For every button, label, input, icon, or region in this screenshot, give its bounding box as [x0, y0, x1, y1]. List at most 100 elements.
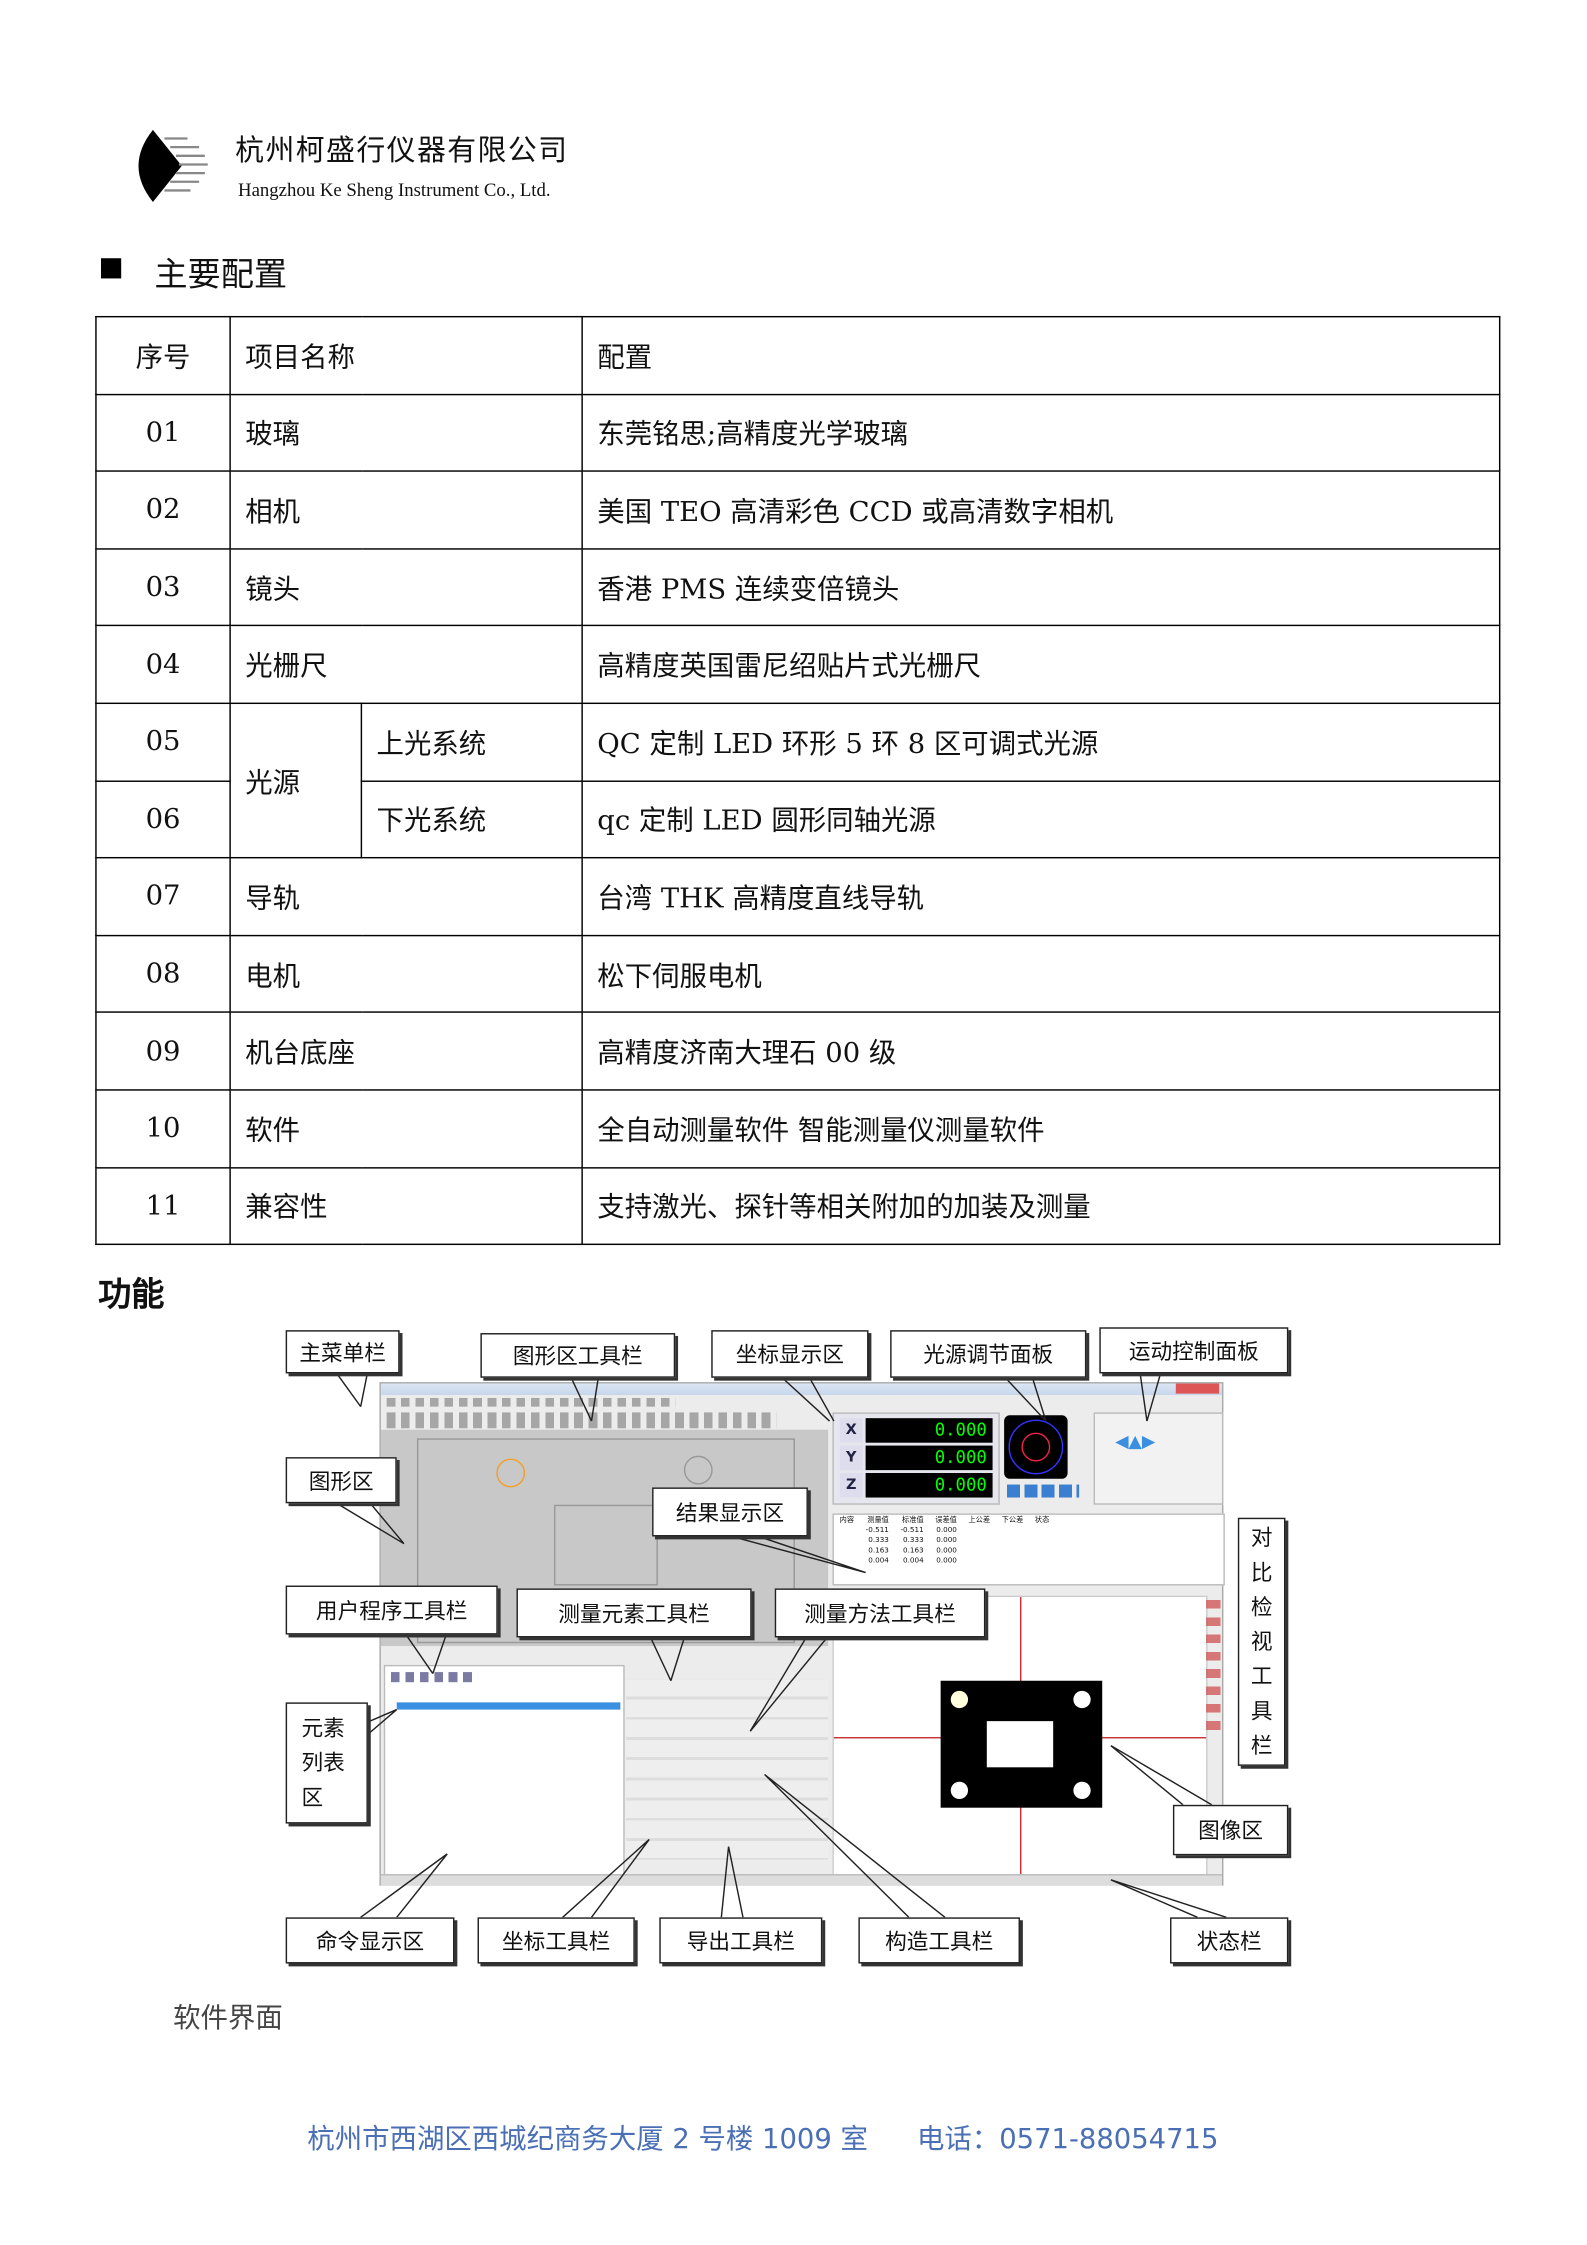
direction-arrows-icon[interactable]: ◀▲▶ — [1115, 1431, 1156, 1452]
table-cell: 光栅尺 — [229, 625, 583, 704]
axis-label: Z — [839, 1472, 863, 1498]
menu-bar[interactable] — [386, 1397, 676, 1407]
result-cell: -0.511 — [865, 1525, 889, 1535]
table-cell: 松下伺服电机 — [581, 934, 1501, 1014]
table-cell: 09 — [95, 1011, 231, 1091]
result-cell: 0.333 — [868, 1535, 889, 1545]
callout-main-menu: 主菜单栏 — [285, 1330, 400, 1374]
company-name-cn: 杭州柯盛行仪器有限公司 — [235, 132, 569, 168]
table-cell: 镜头 — [229, 547, 583, 627]
table-cell: 相机 — [229, 470, 583, 550]
light-panel[interactable] — [1001, 1412, 1090, 1501]
table-cell: 高精度英国雷尼绍贴片式光栅尺 — [581, 625, 1501, 704]
motion-panel[interactable]: ◀▲▶ — [1093, 1412, 1224, 1505]
callout-method-toolbar: 测量方法工具栏 — [774, 1588, 986, 1638]
graph-toolbar[interactable] — [386, 1412, 777, 1429]
measure-toolbars[interactable] — [626, 1679, 829, 1860]
callout-coord-display: 坐标显示区 — [711, 1330, 869, 1378]
table-cell: qc 定制 LED 圆形同轴光源 — [581, 779, 1501, 859]
coord-x-value: 0.000 — [865, 1418, 993, 1443]
result-cell: 0.163 — [868, 1545, 889, 1555]
footer-phone: 电话：0571-88054715 — [916, 2123, 1219, 2156]
table-cell: 东莞铭思;高精度光学玻璃 — [581, 393, 1501, 473]
result-header: 上公差 — [968, 1516, 991, 1525]
table-cell: 支持激光、探针等相关附加的加装及测量 — [581, 1166, 1501, 1246]
window-controls[interactable] — [1175, 1383, 1220, 1394]
image-area[interactable] — [832, 1595, 1208, 1880]
table-cell: 08 — [95, 934, 231, 1014]
result-header: 标准值 — [902, 1516, 924, 1525]
table-cell: 导轨 — [229, 857, 583, 936]
callout-element-list: 元素列表区 — [285, 1702, 368, 1824]
callout-user-program-toolbar: 用户程序工具栏 — [285, 1585, 498, 1635]
title-bar — [380, 1383, 1222, 1396]
table-cell: 美国 TEO 高清彩色 CCD 或高清数字相机 — [581, 470, 1501, 550]
table-cell: 全自动测量软件 智能测量仪测量软件 — [581, 1089, 1501, 1168]
header-cell: 序号 — [95, 315, 231, 395]
table-cell: 机台底座 — [229, 1011, 583, 1091]
coord-y-value: 0.000 — [865, 1445, 993, 1471]
compare-toolbar[interactable] — [1206, 1599, 1221, 1738]
table-cell: 05 — [95, 702, 231, 782]
result-cell: 0.004 — [868, 1555, 889, 1565]
result-cell: 0.000 — [936, 1525, 957, 1535]
result-header: 状态 — [1034, 1516, 1050, 1525]
callout-element-toolbar: 测量元素工具栏 — [516, 1588, 752, 1638]
table-cell: 下光系统 — [360, 779, 583, 859]
table-cell: 03 — [95, 547, 231, 627]
axis-label: Y — [839, 1445, 863, 1471]
result-cell: 0.000 — [936, 1535, 957, 1545]
table-cell: 香港 PMS 连续变倍镜头 — [581, 547, 1501, 627]
callout-command-area: 命令显示区 — [285, 1917, 455, 1964]
result-cell: 0.004 — [903, 1555, 924, 1565]
header-cell: 配置 — [581, 315, 1501, 395]
coord-z-value: 0.000 — [865, 1472, 993, 1498]
status-bar — [380, 1874, 1222, 1886]
callout-result-area: 结果显示区 — [652, 1487, 808, 1537]
table-cell: 06 — [95, 779, 231, 859]
company-name-en: Hangzhou Ke Sheng Instrument Co., Ltd. — [238, 178, 551, 201]
table-cell: 光源 — [229, 702, 363, 859]
table-cell: QC 定制 LED 环形 5 环 8 区可调式光源 — [581, 702, 1501, 782]
table-cell: 11 — [95, 1166, 231, 1246]
callout-compare-toolbar: 对比检视工具栏 — [1237, 1517, 1286, 1766]
table-header-row: 序号 项目名称 配置 — [95, 315, 1501, 395]
callout-construct-toolbar: 构造工具栏 — [858, 1917, 1020, 1964]
callout-export-toolbar: 导出工具栏 — [659, 1917, 823, 1964]
result-cell: 0.333 — [903, 1535, 924, 1545]
table-cell: 兼容性 — [229, 1166, 583, 1246]
callout-motion-panel: 运动控制面板 — [1099, 1327, 1289, 1374]
axis-label: X — [839, 1418, 863, 1443]
figure-caption: 软件界面 — [173, 2002, 283, 2035]
table-cell: 玻璃 — [229, 393, 583, 473]
table-cell: 04 — [95, 625, 231, 704]
table-cell: 10 — [95, 1089, 231, 1168]
result-cell: -0.511 — [900, 1525, 924, 1535]
table-cell: 高精度济南大理石 00 级 — [581, 1011, 1501, 1091]
footer-address: 杭州市西湖区西城纪商务大厦 2 号楼 1009 室 — [307, 2123, 868, 2156]
bullet-square — [100, 258, 122, 279]
table-cell: 软件 — [229, 1089, 583, 1168]
element-list-panel[interactable] — [383, 1664, 625, 1877]
callout-image-area: 图像区 — [1172, 1804, 1289, 1856]
callout-coord-toolbar: 坐标工具栏 — [477, 1917, 635, 1964]
result-row: -0.511 -0.511 0.000 — [834, 1525, 1055, 1535]
company-logo — [138, 129, 208, 202]
header-cell: 项目名称 — [229, 315, 583, 395]
orange-circle — [496, 1458, 526, 1488]
table-cell: 台湾 THK 高精度直线导轨 — [581, 857, 1501, 936]
function-title: 功能 — [98, 1276, 165, 1315]
table-cell: 02 — [95, 470, 231, 550]
